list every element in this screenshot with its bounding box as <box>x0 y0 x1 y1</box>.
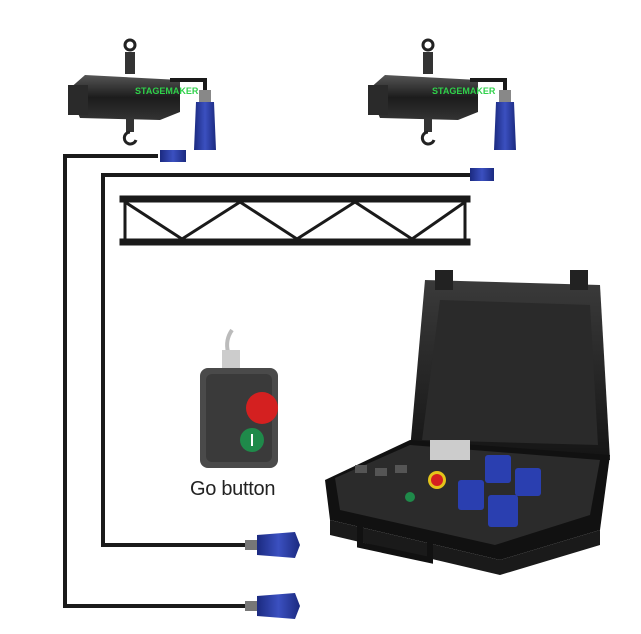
plug-connector-1 <box>245 593 300 619</box>
go-button-label: Go button <box>190 478 276 500</box>
outlet-socket <box>488 495 518 527</box>
outlet-socket <box>458 480 484 510</box>
plug-connector-2 <box>245 532 300 558</box>
controller-case <box>325 270 610 575</box>
connector-icon <box>160 150 186 162</box>
connector-icon <box>470 168 494 181</box>
hoist-2-logo: STAGEMAKER <box>432 86 496 96</box>
outlet-socket <box>485 455 511 483</box>
outlet-socket <box>515 468 541 496</box>
truss <box>119 195 471 246</box>
hoist-1-logo: STAGEMAKER <box>135 86 199 96</box>
cable-hoist-1 <box>63 154 245 608</box>
chain-hoist-2: STAGEMAKER <box>368 38 516 181</box>
cable-hoist-2 <box>101 173 470 547</box>
terminal-block <box>430 440 470 460</box>
go-button-box <box>200 328 278 468</box>
stop-button[interactable] <box>246 392 278 424</box>
chain-hoist-1: STAGEMAKER <box>68 38 216 162</box>
go-indicator <box>405 492 415 502</box>
